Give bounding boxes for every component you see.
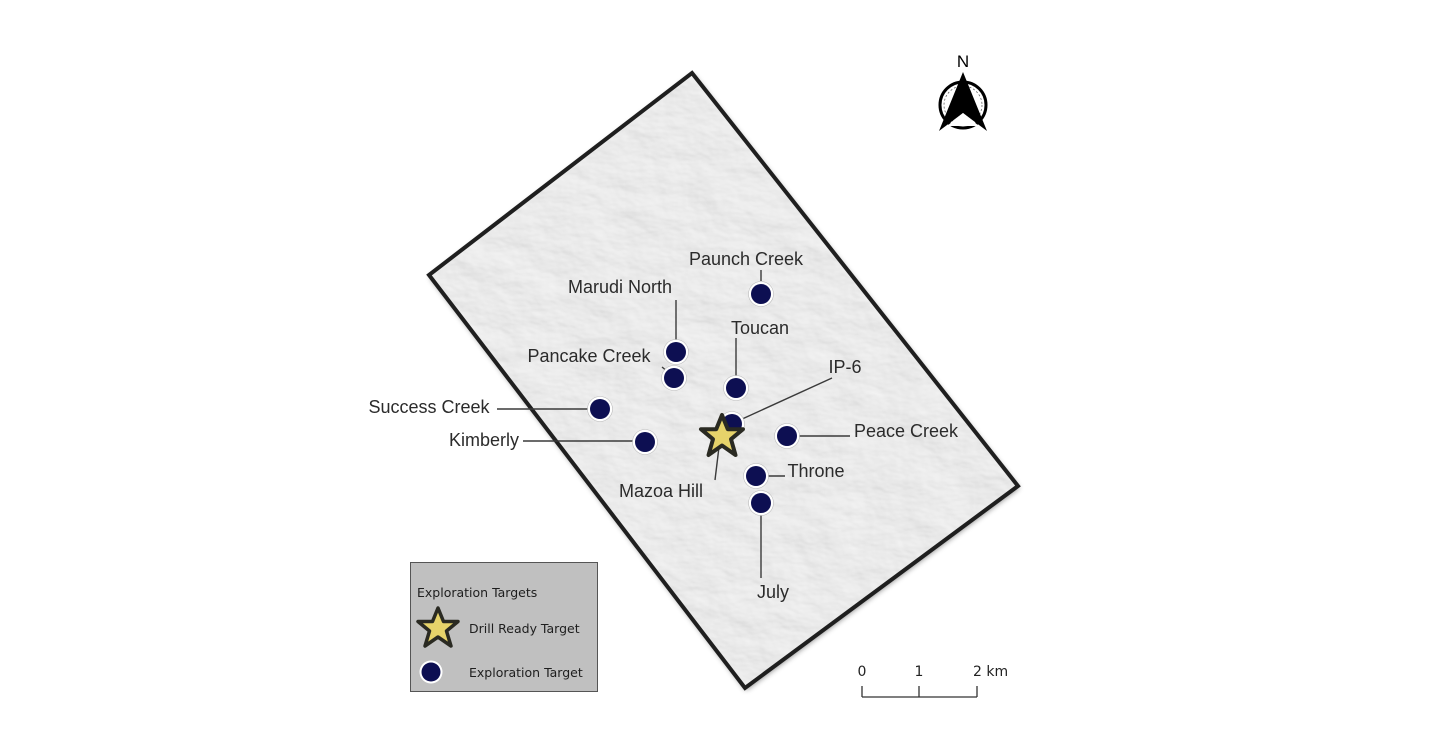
- legend-item-exploration: Exploration Target: [469, 665, 583, 680]
- label-peace-creek: Peace Creek: [854, 421, 959, 441]
- exploration-target-kimberly[interactable]: [632, 429, 658, 455]
- star-icon: [416, 606, 460, 648]
- exploration-target-success-creek[interactable]: [587, 396, 613, 422]
- label-toucan: Toucan: [731, 318, 789, 338]
- boundary-outline: [426, 70, 1021, 691]
- scale-label: 0: [858, 664, 867, 680]
- exploration-target-peace-creek[interactable]: [774, 423, 800, 449]
- label-mazoa-hill: Mazoa Hill: [619, 481, 703, 501]
- legend: Exploration Targets Drill Ready Target E…: [410, 562, 598, 692]
- leader-lines: [497, 270, 850, 578]
- exploration-target-pancake-creek[interactable]: [661, 365, 687, 391]
- label-success-creek: Success Creek: [368, 397, 490, 417]
- drill-ready-star-icon[interactable]: [699, 413, 745, 457]
- exploration-target-toucan[interactable]: [723, 375, 749, 401]
- label-july: July: [757, 582, 789, 602]
- leader-line-ip-6: [739, 377, 833, 421]
- label-paunch-creek: Paunch Creek: [689, 249, 804, 269]
- north-arrow-icon: [938, 72, 988, 131]
- label-pancake-creek: Pancake Creek: [527, 346, 651, 366]
- exploration-target-marudi-north[interactable]: [663, 339, 689, 365]
- leader-line-mazoa-hill: [714, 446, 720, 481]
- north-label: N: [957, 52, 969, 71]
- label-marudi-north: Marudi North: [568, 277, 672, 297]
- exploration-target-july[interactable]: [748, 490, 774, 516]
- scale-bar: 0 1 2 km: [858, 664, 1008, 698]
- legend-title: Exploration Targets: [417, 585, 537, 600]
- label-throne: Throne: [787, 461, 844, 481]
- scale-label: 2 km: [973, 664, 1008, 680]
- label-ip-6: IP-6: [828, 357, 861, 377]
- legend-item-drill-ready: Drill Ready Target: [469, 621, 580, 636]
- scale-label: 1: [915, 664, 924, 680]
- label-kimberly: Kimberly: [449, 430, 519, 450]
- exploration-target-throne[interactable]: [743, 463, 769, 489]
- circle-icon: [419, 660, 443, 684]
- target-markers: [587, 281, 800, 516]
- exploration-target-paunch-creek[interactable]: [748, 281, 774, 307]
- north-arrow: N: [938, 52, 988, 131]
